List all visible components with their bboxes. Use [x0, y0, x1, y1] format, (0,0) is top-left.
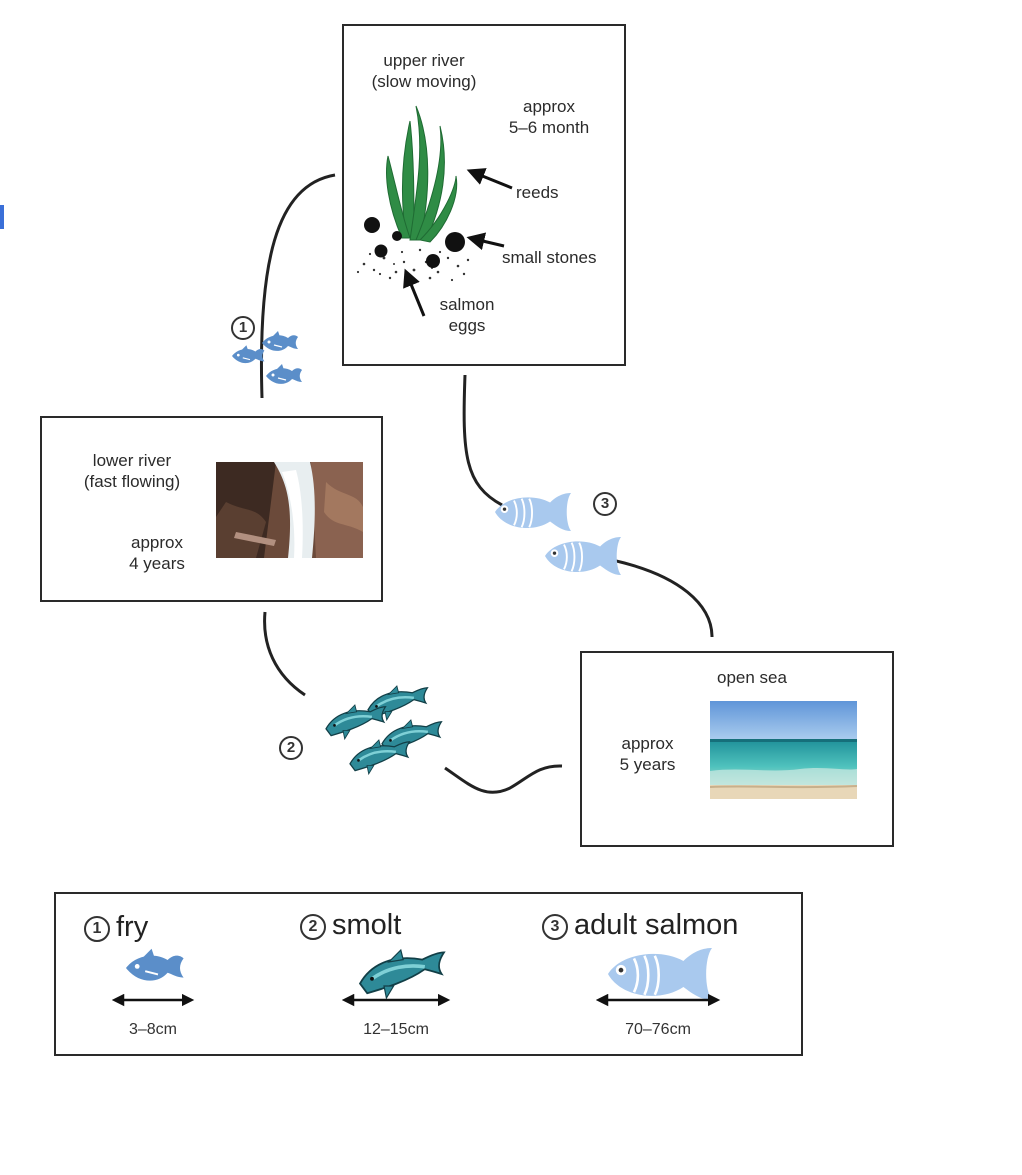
small-stones	[364, 217, 465, 268]
connector-smolt-to-sea	[444, 764, 563, 794]
small-stones-label: small stones	[502, 248, 597, 267]
lower-river-box: lower river (fast flowing) approx 4 year…	[40, 416, 383, 602]
reeds-arrow	[466, 168, 513, 190]
small-stones-arrow	[466, 232, 505, 251]
open-sea-title: open sea	[717, 668, 787, 687]
legend-smolt-size: 12–15cm	[363, 1021, 429, 1038]
legend-adult-number: 3	[542, 914, 568, 940]
upper-river-illustration	[356, 105, 513, 317]
legend-fry-icon	[125, 947, 185, 982]
upper-river-duration: approx 5–6 month	[508, 97, 590, 137]
fry-path-marker: 1	[231, 316, 255, 340]
connector-sea-to-adult	[611, 558, 714, 638]
connector-lower-to-smolt	[263, 611, 306, 697]
smolt-path-marker: 2	[279, 736, 303, 760]
adult-fish-2	[544, 536, 622, 576]
legend-adult-name: adult salmon	[574, 909, 739, 941]
open-sea-duration: approx 5 years	[619, 734, 676, 774]
connector-adult-to-upper	[462, 374, 503, 507]
reeds-label: reeds	[516, 183, 559, 202]
upper-river-box: upper river (slow moving) approx 5–6 mon…	[342, 24, 626, 366]
lower-river-duration: approx 4 years	[129, 533, 185, 573]
smolt-fish-4	[348, 738, 411, 776]
open-sea-box: open sea approx 5 years	[580, 651, 894, 847]
smolt-fish-2	[324, 703, 387, 741]
adult-path-marker: 3	[593, 492, 617, 516]
upper-river-title: upper river (slow moving)	[371, 51, 477, 91]
legend-smolt-name: smolt	[332, 909, 402, 941]
legend-fry-name: fry	[116, 911, 149, 943]
legend-illustrations	[111, 946, 721, 1007]
edge-marker	[0, 205, 4, 229]
legend-adult-icon	[606, 946, 714, 1002]
waterfall-photo	[216, 462, 363, 558]
salmon-eggs-arrow	[403, 268, 426, 317]
adult-fish-1	[494, 492, 572, 532]
legend-smolt-number: 2	[300, 914, 326, 940]
legend-smolt-icon	[358, 948, 446, 1000]
legend-fry-number: 1	[84, 916, 110, 942]
reeds-plant	[386, 105, 458, 243]
salmon-eggs-label: salmon eggs	[439, 295, 495, 335]
legend-adult-size: 70–76cm	[625, 1021, 691, 1038]
lower-river-title: lower river (fast flowing)	[83, 451, 181, 491]
fry-fish-2	[231, 344, 265, 364]
fry-fish-3	[265, 363, 303, 385]
legend-fry-size: 3–8cm	[128, 1021, 178, 1038]
sea-photo	[710, 701, 857, 799]
fry-fish-1	[261, 330, 299, 352]
